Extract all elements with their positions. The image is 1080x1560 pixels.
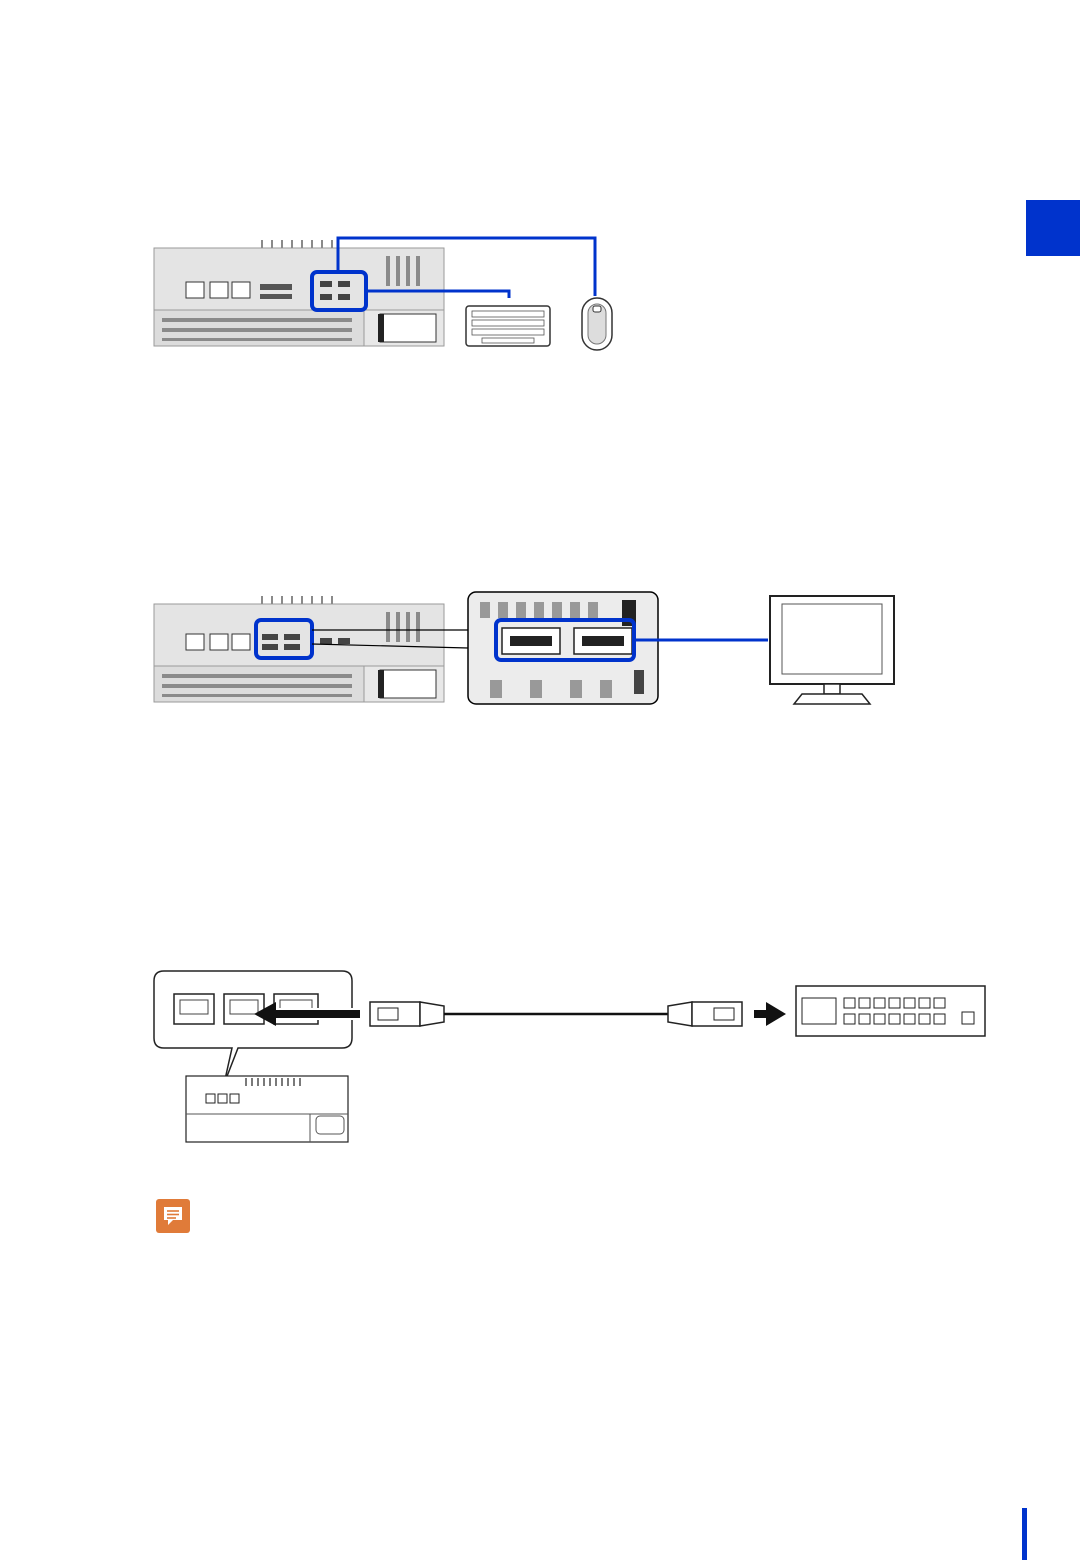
monitor-icon bbox=[770, 596, 894, 704]
usb-connection-figure bbox=[150, 234, 630, 354]
note-icon bbox=[156, 1199, 190, 1233]
computer-unit-icon bbox=[154, 240, 444, 346]
displayport-detail-icon bbox=[468, 592, 658, 704]
computer-unit-icon bbox=[154, 596, 444, 702]
mouse-icon bbox=[582, 298, 612, 350]
page-number-marker bbox=[1022, 1508, 1027, 1560]
network-hub-icon bbox=[796, 986, 985, 1036]
keyboard-icon bbox=[466, 306, 550, 346]
lan-connection-figure bbox=[154, 968, 989, 1148]
chapter-index-tab bbox=[1026, 200, 1080, 256]
displayport-connection-figure bbox=[150, 590, 900, 710]
lan-cable-icon bbox=[370, 1002, 742, 1026]
lan-port-detail-icon bbox=[154, 971, 352, 1142]
